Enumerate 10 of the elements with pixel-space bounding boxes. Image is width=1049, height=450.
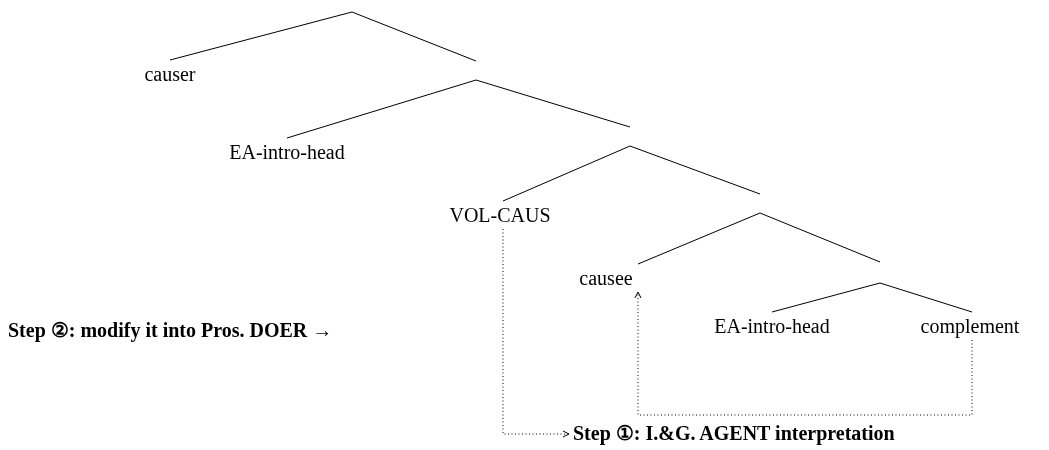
tree-node-label: causer (144, 62, 196, 86)
tree-node-label: causee (579, 266, 633, 290)
dotted-arrow (502, 228, 570, 438)
step-note: Step ①: I.&G. AGENT interpretation (573, 421, 895, 445)
tree-node-label: VOL-CAUS (449, 203, 551, 227)
tree-node-label: complement (920, 314, 1020, 338)
tree-node-label: EA-intro-head (229, 140, 345, 164)
dotted-arrow (634, 291, 973, 416)
tree-node-label: EA-intro-head (714, 314, 830, 338)
step-note: Step ②: modify it into Pros. DOER → (8, 318, 333, 342)
